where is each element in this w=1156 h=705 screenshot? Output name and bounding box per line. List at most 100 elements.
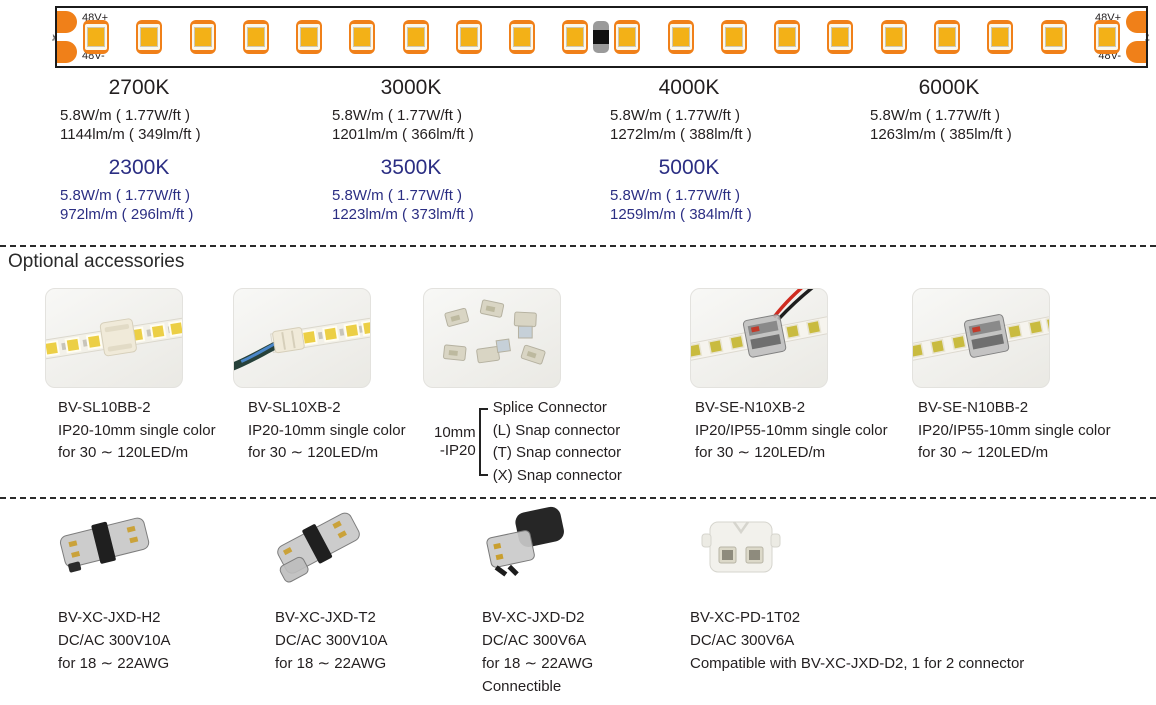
cct-value: 4000K	[658, 76, 720, 99]
separator-dashed-top	[0, 245, 1156, 247]
model-description: IP20/IP55-10mm single color	[918, 421, 1111, 439]
size-ip-label: 10mm -IP20	[434, 424, 476, 460]
led-chip	[720, 20, 747, 54]
model-description: IP20-10mm single color	[248, 421, 406, 439]
cct-column-5000k: 5000K 5.8W/m ( 1.77W/ft ) 1259lm/m ( 384…	[608, 156, 770, 224]
model-description: IP20-10mm single color	[58, 421, 216, 439]
cct-column-4000k: 4000K 5.8W/m ( 1.77W/ft ) 1272lm/m ( 388…	[608, 76, 770, 144]
accessory-caption: BV-SL10XB-2 IP20-10mm single color for 3…	[248, 397, 406, 465]
snap-connectors-photo	[443, 299, 546, 365]
cct-column-2300k: 2300K 5.8W/m ( 1.77W/ft ) 972lm/m ( 296l…	[58, 156, 220, 224]
model-number: BV-SE-N10BB-2	[918, 399, 1029, 416]
cct-column-2700k: 2700K 5.8W/m ( 1.77W/ft ) 1144lm/m ( 349…	[58, 76, 220, 144]
led-chip	[296, 20, 323, 54]
led-chip	[987, 20, 1014, 54]
cct-column-3000k: 3000K 5.8W/m ( 1.77W/ft ) 1201lm/m ( 366…	[330, 76, 492, 144]
led-chip	[562, 20, 589, 54]
accessory-photo-card	[233, 288, 371, 388]
power-spec: 5.8W/m ( 1.77W/ft )	[610, 187, 741, 204]
power-spec: 5.8W/m ( 1.77W/ft )	[60, 107, 191, 124]
cct-value: 5000K	[658, 156, 720, 179]
model-note: Compatible with BV-XC-JXD-D2, 1 for 2 co…	[690, 655, 1025, 672]
model-wire-range: for 18 ∼ 22AWG	[58, 655, 170, 672]
bracket	[478, 408, 490, 476]
power-spec: 5.8W/m ( 1.77W/ft )	[332, 187, 463, 204]
product-photo	[262, 500, 377, 588]
model-wire-range: for 18 ∼ 22AWG	[482, 655, 594, 672]
model-number: BV-SE-N10XB-2	[695, 399, 806, 416]
accessory-photo-card	[423, 288, 561, 388]
led-chip	[1093, 20, 1120, 54]
accessory-photo-card	[690, 288, 828, 388]
model-number: BV-XC-JXD-T2	[275, 609, 376, 626]
flux-spec: 1201lm/m ( 366lm/ft )	[332, 125, 474, 143]
bv-xc-jxd-d2-photo	[486, 506, 564, 577]
led-chips-row	[83, 8, 1120, 66]
bv-sl10xb-2-photo	[234, 315, 370, 371]
led-chip	[455, 20, 482, 54]
accessory-caption: BV-SE-N10XB-2 IP20/IP55-10mm single colo…	[695, 397, 888, 465]
model-number: BV-XC-JXD-H2	[58, 609, 161, 626]
product-photo	[686, 500, 801, 588]
model-rating: DC/AC 300V10A	[58, 632, 171, 649]
flux-spec: 1272lm/m ( 388lm/ft )	[610, 125, 752, 143]
solder-pad	[57, 41, 77, 63]
model-number: BV-XC-PD-1T02	[690, 609, 801, 626]
bv-xc-pd-1t02-photo	[701, 521, 781, 573]
solder-pad	[1126, 11, 1146, 33]
model-description: IP20/IP55-10mm single color	[695, 421, 888, 439]
led-chip	[402, 20, 429, 54]
power-spec: 5.8W/m ( 1.77W/ft )	[610, 107, 741, 124]
model-number: BV-SL10BB-2	[58, 399, 151, 416]
connector-option: (X) Snap connector	[492, 466, 622, 484]
cct-column-6000k: 6000K 5.8W/m ( 1.77W/ft ) 1263lm/m ( 385…	[868, 76, 1030, 144]
led-chip	[667, 20, 694, 54]
led-chip	[880, 20, 907, 54]
led-chip	[1040, 20, 1067, 54]
accessory-photo-card	[45, 288, 183, 388]
flux-spec: 972lm/m ( 296lm/ft )	[60, 205, 194, 223]
cct-column-3500k: 3500K 5.8W/m ( 1.77W/ft ) 1223lm/m ( 373…	[330, 156, 492, 224]
led-chip	[614, 20, 641, 54]
product-photo	[472, 500, 587, 588]
power-spec: 5.8W/m ( 1.77W/ft )	[332, 107, 463, 124]
bv-se-n10bb-2-photo	[913, 314, 1049, 363]
accessory-caption: BV-SL10BB-2 IP20-10mm single color for 3…	[58, 397, 216, 465]
model-range: for 30 ∼ 120LED/m	[918, 444, 1049, 461]
solder-pad	[57, 11, 77, 33]
flux-spec: 1259lm/m ( 384lm/ft )	[610, 205, 752, 223]
ip-label: -IP20	[439, 442, 476, 459]
led-chip	[774, 20, 801, 54]
model-wire-range: for 18 ∼ 22AWG	[275, 655, 387, 672]
flux-spec: 1223lm/m ( 373lm/ft )	[332, 205, 474, 223]
power-spec: 5.8W/m ( 1.77W/ft )	[60, 187, 191, 204]
connector-option: (L) Snap connector	[492, 421, 621, 439]
power-spec: 5.8W/m ( 1.77W/ft )	[870, 107, 1001, 124]
bv-xc-jxd-t2-photo	[277, 512, 360, 583]
cut-mark-icon: ✂	[49, 33, 60, 42]
product-photo	[50, 500, 165, 588]
solder-pad	[1126, 41, 1146, 63]
size-label: 10mm	[434, 424, 476, 441]
cct-value: 3000K	[380, 76, 442, 99]
cct-value: 6000K	[918, 76, 980, 99]
led-resistor-group	[562, 20, 641, 54]
snap-connector-legend: 10mm -IP20 Splice Connector (L) Snap con…	[434, 397, 622, 487]
product-caption: BV-XC-JXD-T2 DC/AC 300V10A for 18 ∼ 22AW…	[275, 606, 388, 675]
optional-accessories-heading: Optional accessories	[8, 251, 185, 272]
accessory-photo-card	[912, 288, 1050, 388]
model-rating: DC/AC 300V6A	[690, 632, 795, 649]
led-chip	[136, 20, 163, 54]
product-caption: BV-XC-JXD-D2 DC/AC 300V6A for 18 ∼ 22AWG…	[482, 606, 593, 698]
led-chip	[509, 20, 536, 54]
cct-value: 2300K	[108, 156, 170, 179]
led-chip	[242, 20, 269, 54]
bv-xc-jxd-h2-photo	[59, 517, 150, 573]
cct-value: 2700K	[108, 76, 170, 99]
led-strip-illustration: 48V+ 48V- 48V+ 48V- ✂ ✂	[49, 6, 1153, 68]
led-chip	[933, 20, 960, 54]
led-chip	[349, 20, 376, 54]
led-chip	[83, 20, 109, 54]
bv-sl10bb-2-photo	[46, 316, 182, 361]
separator-dashed-bottom	[0, 497, 1156, 499]
